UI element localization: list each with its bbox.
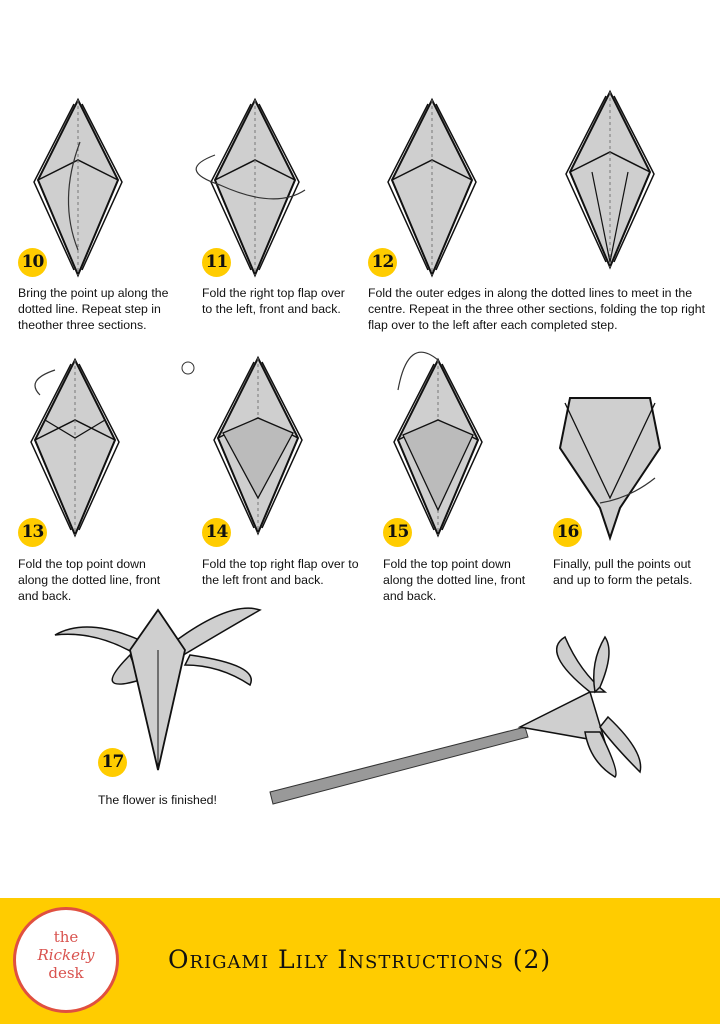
step-12-diagram-a (387, 99, 477, 276)
step-10-badge: 10 (18, 248, 47, 277)
page-title: Origami Lily Instructions (2) (168, 945, 552, 974)
step-16-badge: 16 (553, 518, 582, 547)
step-13-diagram (30, 359, 120, 536)
step-16-text: Finally, pull the points out and up to f… (553, 557, 693, 587)
step-14-text: Fold the top right flap over to the left… (202, 557, 359, 587)
logo-desk: desk (48, 964, 84, 982)
footer-banner (0, 898, 720, 1024)
step-12-badge: 12 (368, 248, 397, 277)
finished-flower-diagram (54, 607, 262, 771)
step-11-badge: 11 (202, 248, 231, 277)
step-14-diagram (181, 357, 303, 534)
step-14-badge: 14 (202, 518, 231, 547)
logo-the: the (53, 928, 79, 946)
step-10-diagram (33, 99, 123, 276)
flower-with-stem-diagram (269, 635, 642, 805)
step-17-text: The flower is finished! (98, 793, 217, 807)
step-11-text: Fold the right top flap over to the left… (202, 286, 345, 316)
step-11-diagram (195, 99, 306, 276)
step-15-badge: 15 (383, 518, 412, 547)
step-15-text: Fold the top point down along the dotted… (383, 557, 526, 603)
step-12-text: Fold the outer edges in along the dotted… (368, 286, 706, 332)
step-16-diagram (558, 397, 662, 542)
step-17-badge: 17 (98, 748, 127, 777)
step-15-diagram (393, 351, 483, 536)
step-10-text: Bring the point up along the dotted line… (18, 286, 169, 332)
step-13-badge: 13 (18, 518, 47, 547)
step-12-diagram-b (565, 91, 655, 268)
logo-rickety: Rickety (37, 946, 95, 964)
step-13-text: Fold the top point down along the dotted… (18, 557, 161, 603)
rickety-desk-logo: the Rickety desk (13, 907, 119, 1013)
